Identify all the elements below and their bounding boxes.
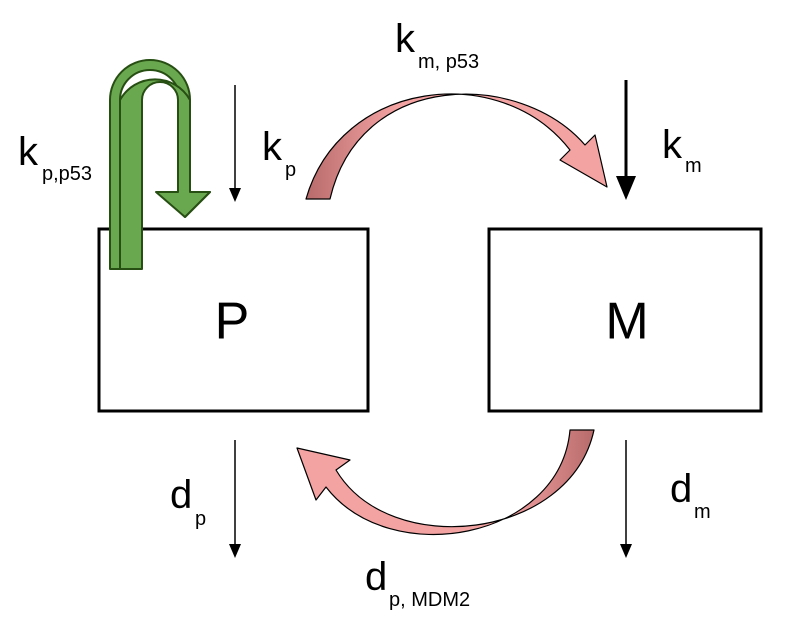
label-d-p-sub: p <box>195 508 206 530</box>
label-k-p: k p <box>262 125 296 181</box>
node-p-box <box>97 227 370 413</box>
arrow-k-m <box>616 80 636 200</box>
arrow-d-p <box>229 440 241 558</box>
label-d-m: d m <box>670 467 711 523</box>
label-k-p-p53-sub: p,p53 <box>42 163 92 185</box>
curved-arrow-p-to-m <box>305 93 608 200</box>
node-m: M <box>487 227 763 413</box>
node-p-label: P <box>215 293 250 351</box>
label-k-m-p53-main: k <box>395 17 416 61</box>
node-p: P <box>97 227 370 413</box>
curved-arrow-m-to-p <box>296 429 595 536</box>
feedback-arrow-body <box>119 78 211 270</box>
label-d-p-mdm2-main: d <box>365 555 387 599</box>
label-k-m-p53-sub: m, p53 <box>418 51 479 73</box>
label-k-m-main: k <box>662 123 683 167</box>
node-m-label: M <box>605 293 648 351</box>
arrow-d-m <box>620 440 632 558</box>
curved-arrow-top-shape <box>305 93 608 200</box>
label-d-m-main: d <box>670 467 692 511</box>
label-d-p-mdm2: d p, MDM2 <box>365 555 470 611</box>
label-d-m-sub: m <box>694 501 711 523</box>
label-d-p: d p <box>170 473 206 530</box>
label-d-p-mdm2-sub: p, MDM2 <box>389 589 470 611</box>
label-k-p-sub: p <box>285 159 296 181</box>
label-d-p-main: d <box>170 473 192 517</box>
label-k-p-p53-main: k <box>18 130 39 174</box>
label-k-m-sub: m <box>685 155 702 177</box>
curved-arrow-bottom-shape <box>296 429 595 536</box>
feedback-arrow-p53 <box>109 59 211 270</box>
arrow-k-p <box>229 85 241 202</box>
label-k-p-p53: k p,p53 <box>18 130 92 185</box>
label-k-m-p53: k m, p53 <box>395 17 479 73</box>
label-k-m: k m <box>662 123 702 177</box>
node-m-box <box>487 227 763 413</box>
label-k-p-main: k <box>262 125 283 169</box>
